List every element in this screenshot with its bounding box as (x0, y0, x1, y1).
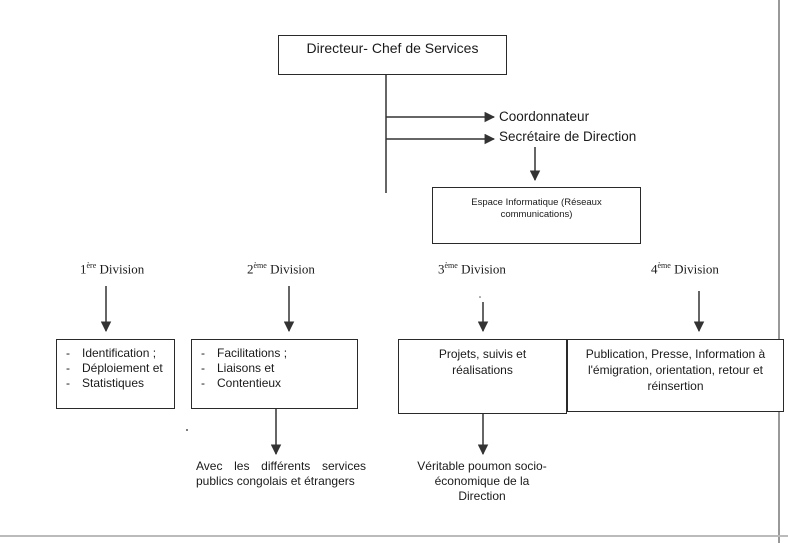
division-3-box: Projets, suivis et réalisations (398, 339, 567, 414)
division-1-item: -Statistiques (66, 376, 145, 390)
division-3-text: Projets, suivis et réalisations (438, 347, 527, 377)
director-label: Directeur- Chef de Services (306, 40, 479, 56)
division-2-box: -Facilitations ; -Liaisons et -Contentie… (191, 339, 358, 409)
division-2-item: -Contentieux (201, 376, 282, 390)
division-4-box: Publication, Presse, Information à l'émi… (567, 339, 784, 412)
division-3-note: Véritable poumon socio-économique de la … (417, 459, 547, 503)
secretaire-label: Secrétaire de Direction (499, 129, 637, 144)
division-1-box: -Identification ; -Déploiement et -Stati… (56, 339, 175, 409)
division-2-item: -Liaisons et (201, 361, 275, 375)
division-3-heading: 3ème Division (438, 261, 506, 277)
division-2-note: Avec les différents services publics con… (196, 459, 366, 488)
division-1-heading: 1ère Division (80, 261, 145, 277)
it-space-label: Espace Informatique (Réseaux communicati… (471, 197, 602, 220)
division-2-heading: 2ème Division (247, 261, 315, 277)
division-1-item: -Déploiement et (66, 361, 163, 375)
division-4-heading: 4ème Division (651, 261, 719, 277)
scan-speck (186, 429, 188, 431)
it-space-box: Espace Informatique (Réseaux communicati… (432, 187, 641, 244)
division-2-item: -Facilitations ; (201, 346, 288, 360)
scan-speck (479, 296, 481, 298)
division-1-item: -Identification ; (66, 346, 157, 360)
coordonnateur-label: Coordonnateur (499, 109, 590, 124)
division-4-text: Publication, Presse, Information à l'émi… (585, 347, 766, 393)
director-box: Directeur- Chef de Services (278, 35, 507, 75)
